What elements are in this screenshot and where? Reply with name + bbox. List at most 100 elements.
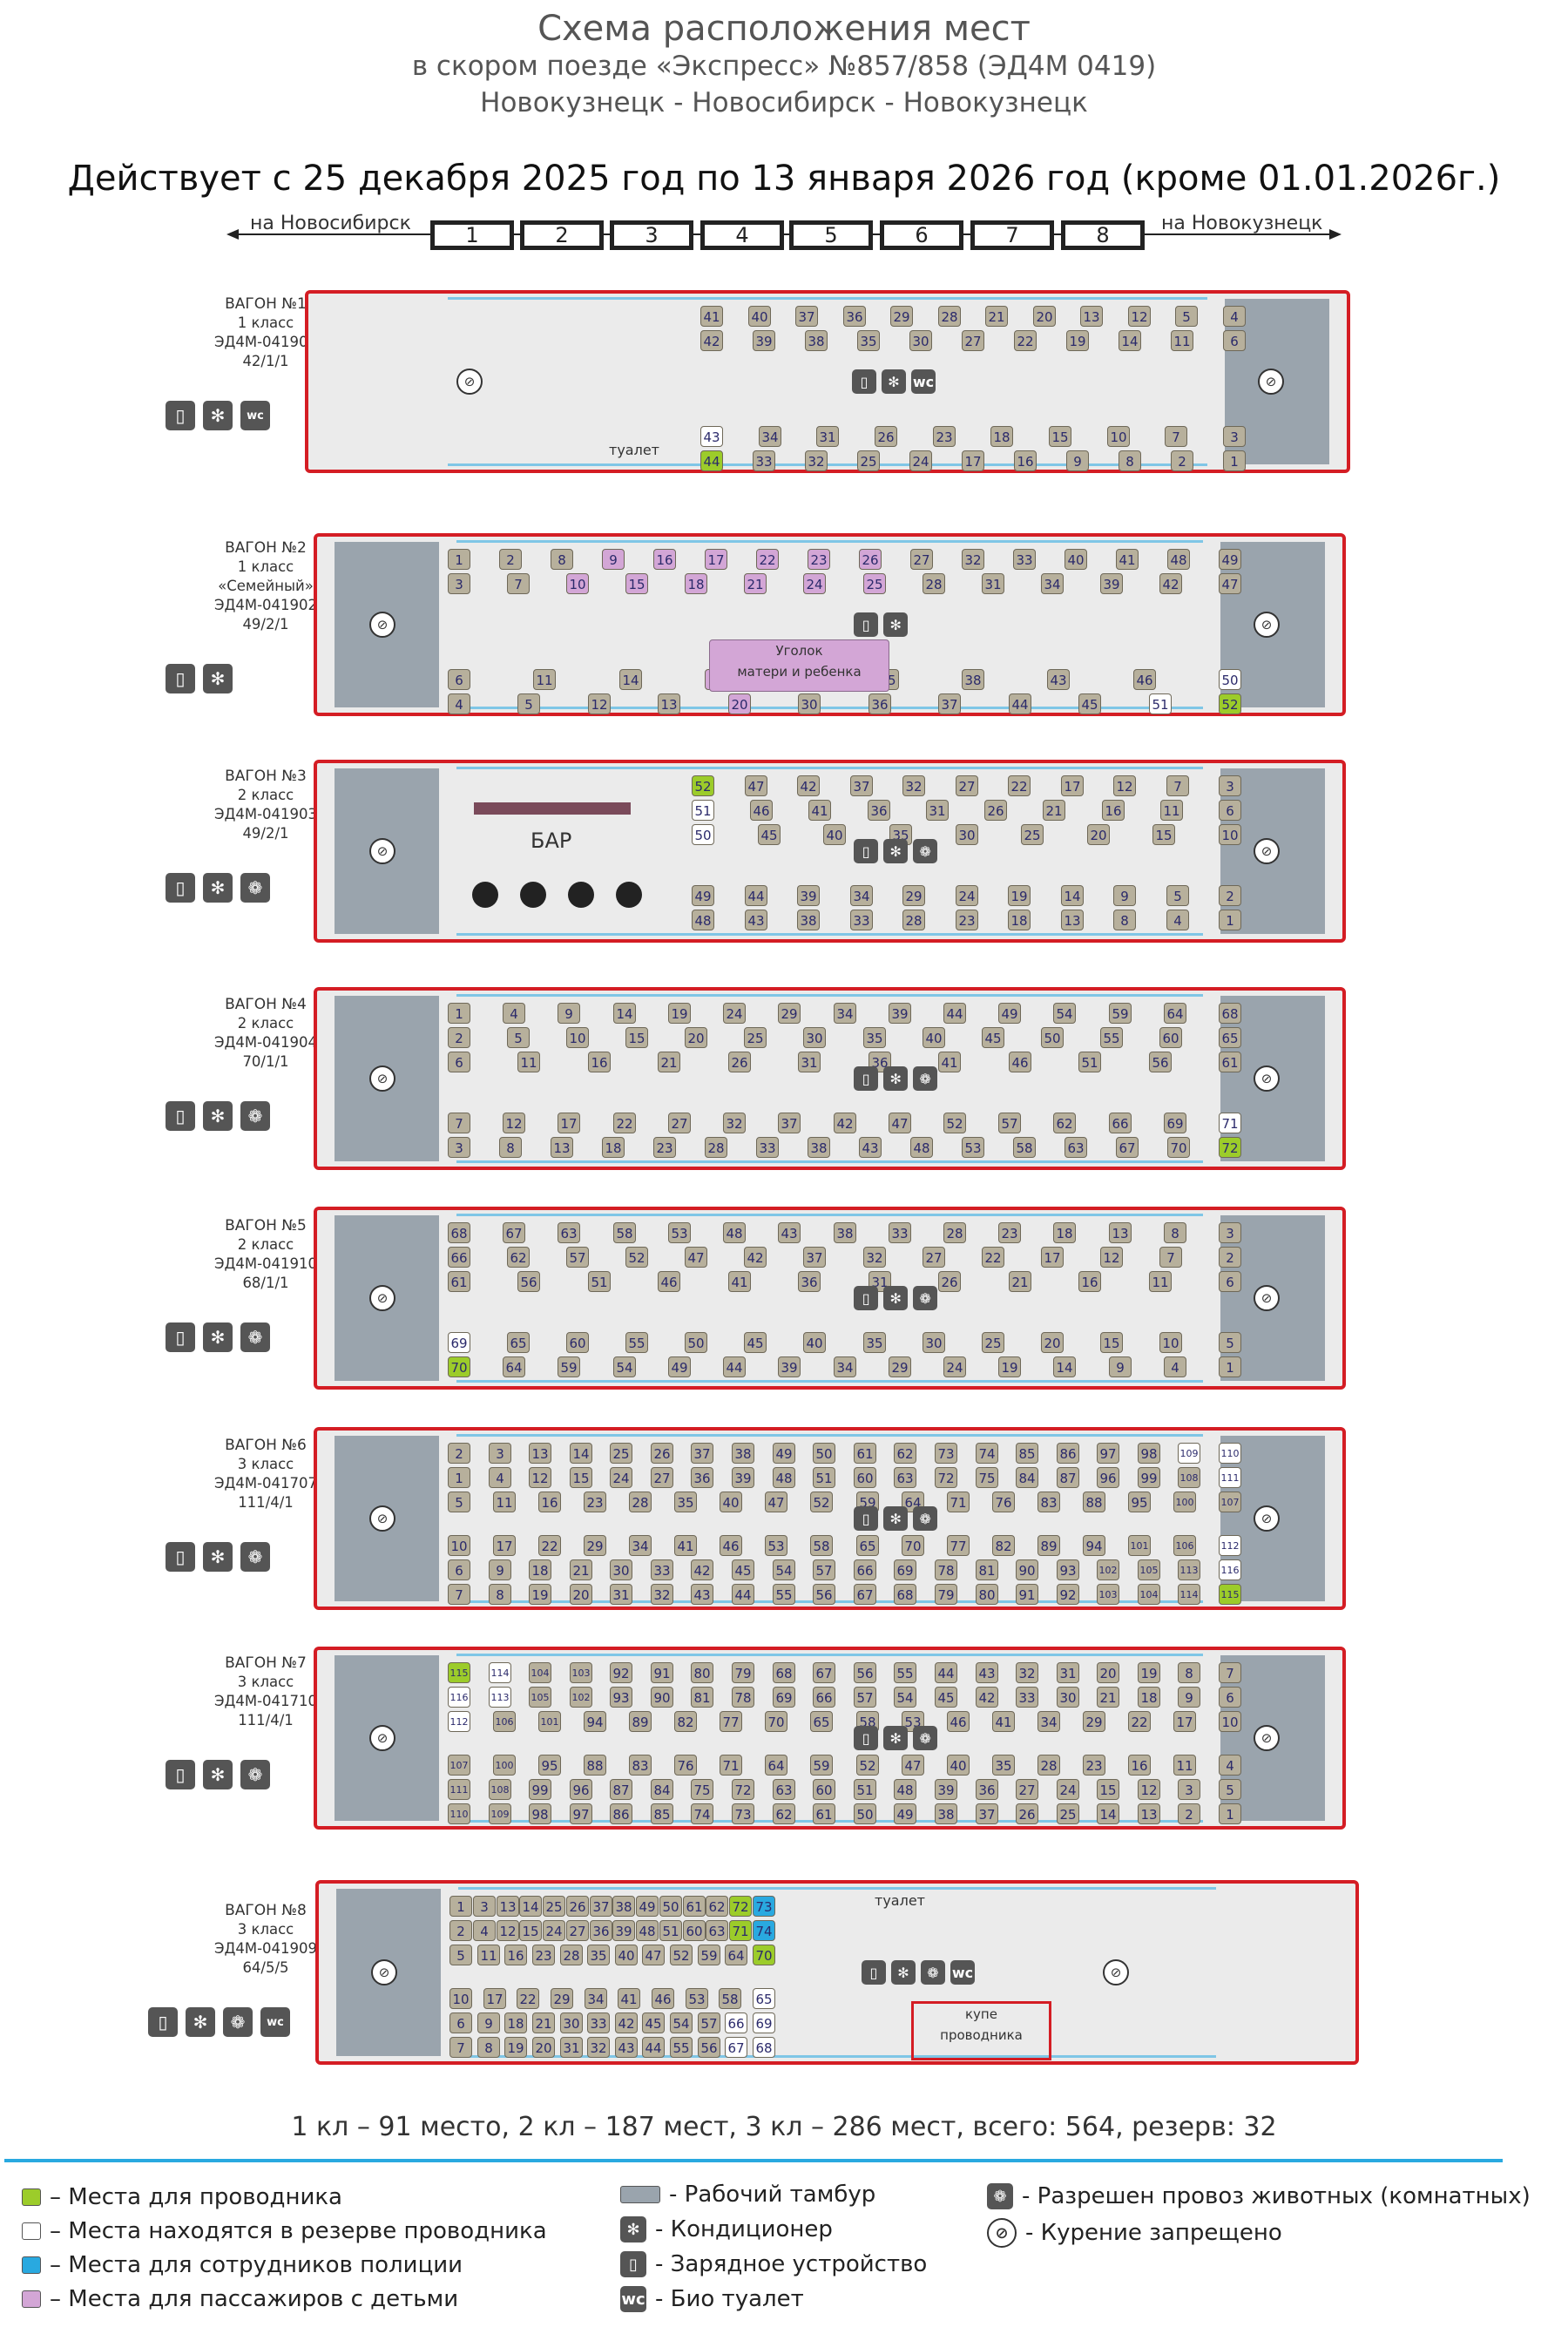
seat[interactable]: 7 xyxy=(1166,775,1189,796)
seat[interactable]: 8 xyxy=(477,2037,500,2058)
seat[interactable]: 16 xyxy=(1078,1271,1101,1292)
seat[interactable]: 86 xyxy=(1057,1443,1079,1464)
seat[interactable]: 18 xyxy=(1053,1222,1076,1243)
seat[interactable]: 26 xyxy=(651,1443,673,1464)
seat[interactable]: 59 xyxy=(698,1945,720,1965)
seat[interactable]: 12 xyxy=(529,1467,551,1488)
seat[interactable]: 10 xyxy=(449,1988,472,2009)
seat[interactable]: 1 xyxy=(1223,450,1246,471)
seat[interactable]: 54 xyxy=(894,1687,916,1708)
seat[interactable]: 65 xyxy=(507,1332,530,1353)
seat[interactable]: 22 xyxy=(613,1113,636,1133)
seat[interactable]: 41 xyxy=(808,800,831,821)
seat[interactable]: 22 xyxy=(538,1535,561,1556)
seat[interactable]: 41 xyxy=(992,1711,1015,1732)
seat[interactable]: 86 xyxy=(610,1803,632,1824)
seat[interactable]: 48 xyxy=(692,910,714,930)
seat[interactable]: 108 xyxy=(1178,1467,1200,1488)
seat[interactable]: 29 xyxy=(778,1003,801,1024)
seat[interactable]: 78 xyxy=(732,1687,754,1708)
seat[interactable]: 67 xyxy=(854,1584,876,1605)
seat[interactable]: 11 xyxy=(1171,330,1193,351)
seat[interactable]: 61 xyxy=(854,1443,876,1464)
seat[interactable]: 64 xyxy=(503,1356,525,1377)
seat[interactable]: 32 xyxy=(902,775,925,796)
seat[interactable]: 83 xyxy=(1037,1492,1060,1512)
seat[interactable]: 15 xyxy=(570,1467,592,1488)
seat[interactable]: 68 xyxy=(753,2037,775,2058)
seat[interactable]: 3 xyxy=(1219,1222,1241,1243)
seat[interactable]: 46 xyxy=(720,1535,742,1556)
seat[interactable]: 99 xyxy=(529,1779,551,1800)
seat[interactable]: 33 xyxy=(651,1559,673,1580)
seat[interactable]: 33 xyxy=(1016,1687,1038,1708)
seat[interactable]: 6 xyxy=(449,2012,472,2033)
seat[interactable]: 6 xyxy=(1223,330,1246,351)
seat[interactable]: 90 xyxy=(651,1687,673,1708)
seat[interactable]: 6 xyxy=(1219,800,1241,821)
seat[interactable]: 72 xyxy=(732,1779,754,1800)
seat[interactable]: 10 xyxy=(1159,1332,1182,1353)
seat[interactable]: 6 xyxy=(448,669,470,690)
seat[interactable]: 35 xyxy=(674,1492,697,1512)
seat[interactable]: 37 xyxy=(778,1113,801,1133)
seat[interactable]: 102 xyxy=(570,1687,592,1708)
seat[interactable]: 23 xyxy=(584,1492,606,1512)
seat[interactable]: 78 xyxy=(935,1559,957,1580)
seat[interactable]: 37 xyxy=(938,693,961,714)
seat[interactable]: 30 xyxy=(610,1559,632,1580)
seat[interactable]: 85 xyxy=(651,1803,673,1824)
seat[interactable]: 59 xyxy=(810,1755,833,1776)
seat[interactable]: 22 xyxy=(1014,330,1037,351)
seat[interactable]: 77 xyxy=(720,1711,742,1732)
seat[interactable]: 32 xyxy=(962,549,984,570)
seat[interactable]: 75 xyxy=(691,1779,713,1800)
seat[interactable]: 43 xyxy=(778,1222,801,1243)
seat[interactable]: 103 xyxy=(570,1662,592,1683)
seat[interactable]: 95 xyxy=(538,1755,561,1776)
seat[interactable]: 59 xyxy=(558,1356,580,1377)
seat[interactable]: 105 xyxy=(529,1687,551,1708)
seat[interactable]: 89 xyxy=(1037,1535,1060,1556)
seat[interactable]: 62 xyxy=(773,1803,795,1824)
seat[interactable]: 36 xyxy=(868,800,890,821)
seat[interactable]: 108 xyxy=(489,1779,511,1800)
seat[interactable]: 8 xyxy=(1164,1222,1186,1243)
seat[interactable]: 23 xyxy=(933,426,956,447)
seat[interactable]: 12 xyxy=(1138,1779,1160,1800)
seat[interactable]: 26 xyxy=(859,549,882,570)
seat[interactable]: 85 xyxy=(1016,1443,1038,1464)
seat[interactable]: 107 xyxy=(448,1755,470,1776)
seat[interactable]: 19 xyxy=(1008,885,1031,906)
seat[interactable]: 58 xyxy=(810,1535,833,1556)
seat[interactable]: 51 xyxy=(692,800,714,821)
seat[interactable]: 26 xyxy=(1016,1803,1038,1824)
seat[interactable]: 109 xyxy=(489,1803,511,1824)
seat[interactable]: 62 xyxy=(507,1247,530,1268)
seat[interactable]: 77 xyxy=(947,1535,970,1556)
seat[interactable]: 91 xyxy=(651,1662,673,1683)
seat[interactable]: 14 xyxy=(1053,1356,1076,1377)
seat[interactable]: 15 xyxy=(625,573,648,594)
seat[interactable]: 31 xyxy=(982,573,1004,594)
seat[interactable]: 11 xyxy=(533,669,556,690)
seat[interactable]: 42 xyxy=(700,330,723,351)
seat[interactable]: 72 xyxy=(729,1896,752,1917)
seat[interactable]: 50 xyxy=(1041,1027,1064,1048)
seat[interactable]: 5 xyxy=(1166,885,1189,906)
seat[interactable]: 13 xyxy=(551,1137,573,1158)
seat[interactable]: 1 xyxy=(1219,1356,1241,1377)
seat[interactable]: 43 xyxy=(615,2037,638,2058)
seat[interactable]: 83 xyxy=(629,1755,652,1776)
seat[interactable]: 101 xyxy=(1128,1535,1151,1556)
seat[interactable]: 42 xyxy=(1159,573,1182,594)
seat[interactable]: 7 xyxy=(448,1584,470,1605)
seat[interactable]: 55 xyxy=(670,2037,693,2058)
seat[interactable]: 25 xyxy=(863,573,886,594)
seat[interactable]: 42 xyxy=(691,1559,713,1580)
seat[interactable]: 9 xyxy=(477,2012,500,2033)
seat[interactable]: 13 xyxy=(529,1443,551,1464)
seat[interactable]: 8 xyxy=(489,1584,511,1605)
seat[interactable]: 28 xyxy=(902,910,925,930)
seat[interactable]: 7 xyxy=(507,573,530,594)
